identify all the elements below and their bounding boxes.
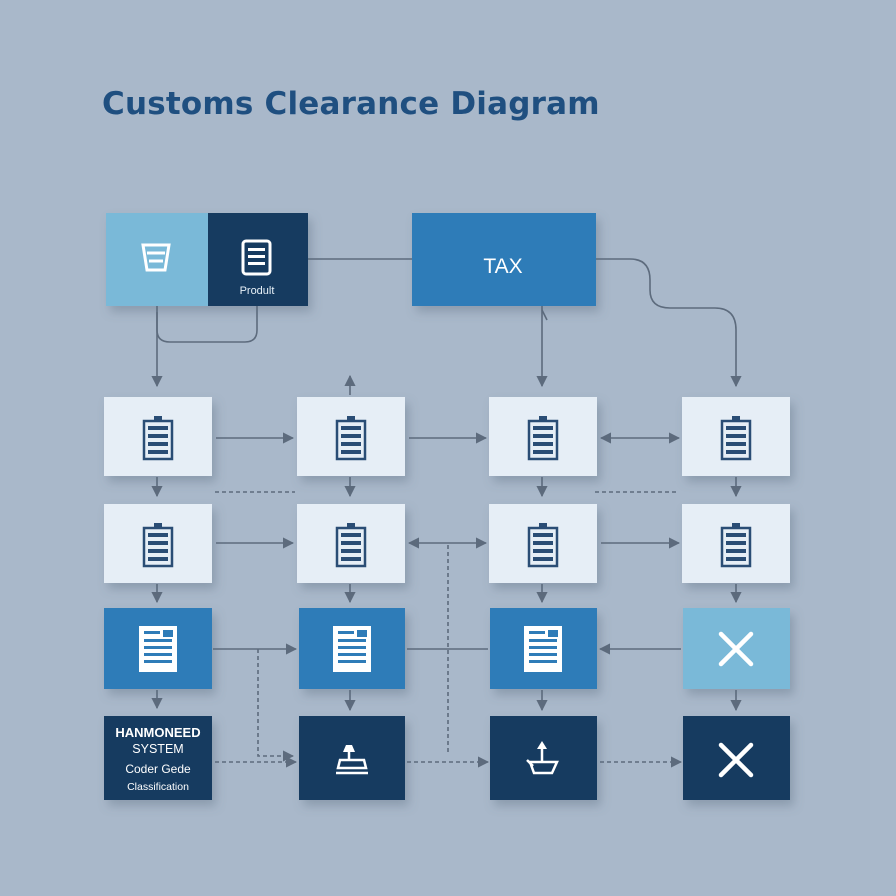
document-icon bbox=[524, 626, 562, 672]
connector-tax-side bbox=[541, 309, 548, 321]
basket-icon bbox=[141, 243, 171, 272]
page-title: Customs Clearance Diagram bbox=[102, 86, 600, 122]
shipping-card[interactable] bbox=[490, 716, 597, 800]
product-box-label: Prodult bbox=[240, 285, 275, 297]
hs-code-line: Classification bbox=[127, 781, 189, 793]
process-row-4 bbox=[104, 716, 790, 800]
boat-icon bbox=[526, 741, 559, 775]
process-row-2 bbox=[104, 504, 790, 583]
document-icon bbox=[139, 626, 177, 672]
connectors bbox=[151, 258, 742, 768]
inspection-card[interactable] bbox=[299, 716, 405, 800]
weight-scale-icon bbox=[336, 745, 368, 775]
process-row-3 bbox=[104, 608, 790, 689]
hs-code-line: Coder Gede bbox=[125, 762, 191, 776]
connector-header-loop bbox=[156, 306, 258, 343]
hs-code-line: SYSTEM bbox=[132, 742, 183, 756]
document-icon bbox=[333, 626, 371, 672]
hs-code-line: HANMONEED bbox=[115, 725, 200, 740]
hs-code-card[interactable] bbox=[104, 716, 212, 800]
process-row-1 bbox=[104, 397, 790, 476]
tax-box[interactable] bbox=[412, 213, 596, 306]
product-box[interactable] bbox=[106, 213, 308, 306]
connector-tax-right bbox=[596, 258, 742, 388]
tax-box-label: TAX bbox=[483, 255, 522, 278]
list-icon bbox=[241, 239, 272, 276]
